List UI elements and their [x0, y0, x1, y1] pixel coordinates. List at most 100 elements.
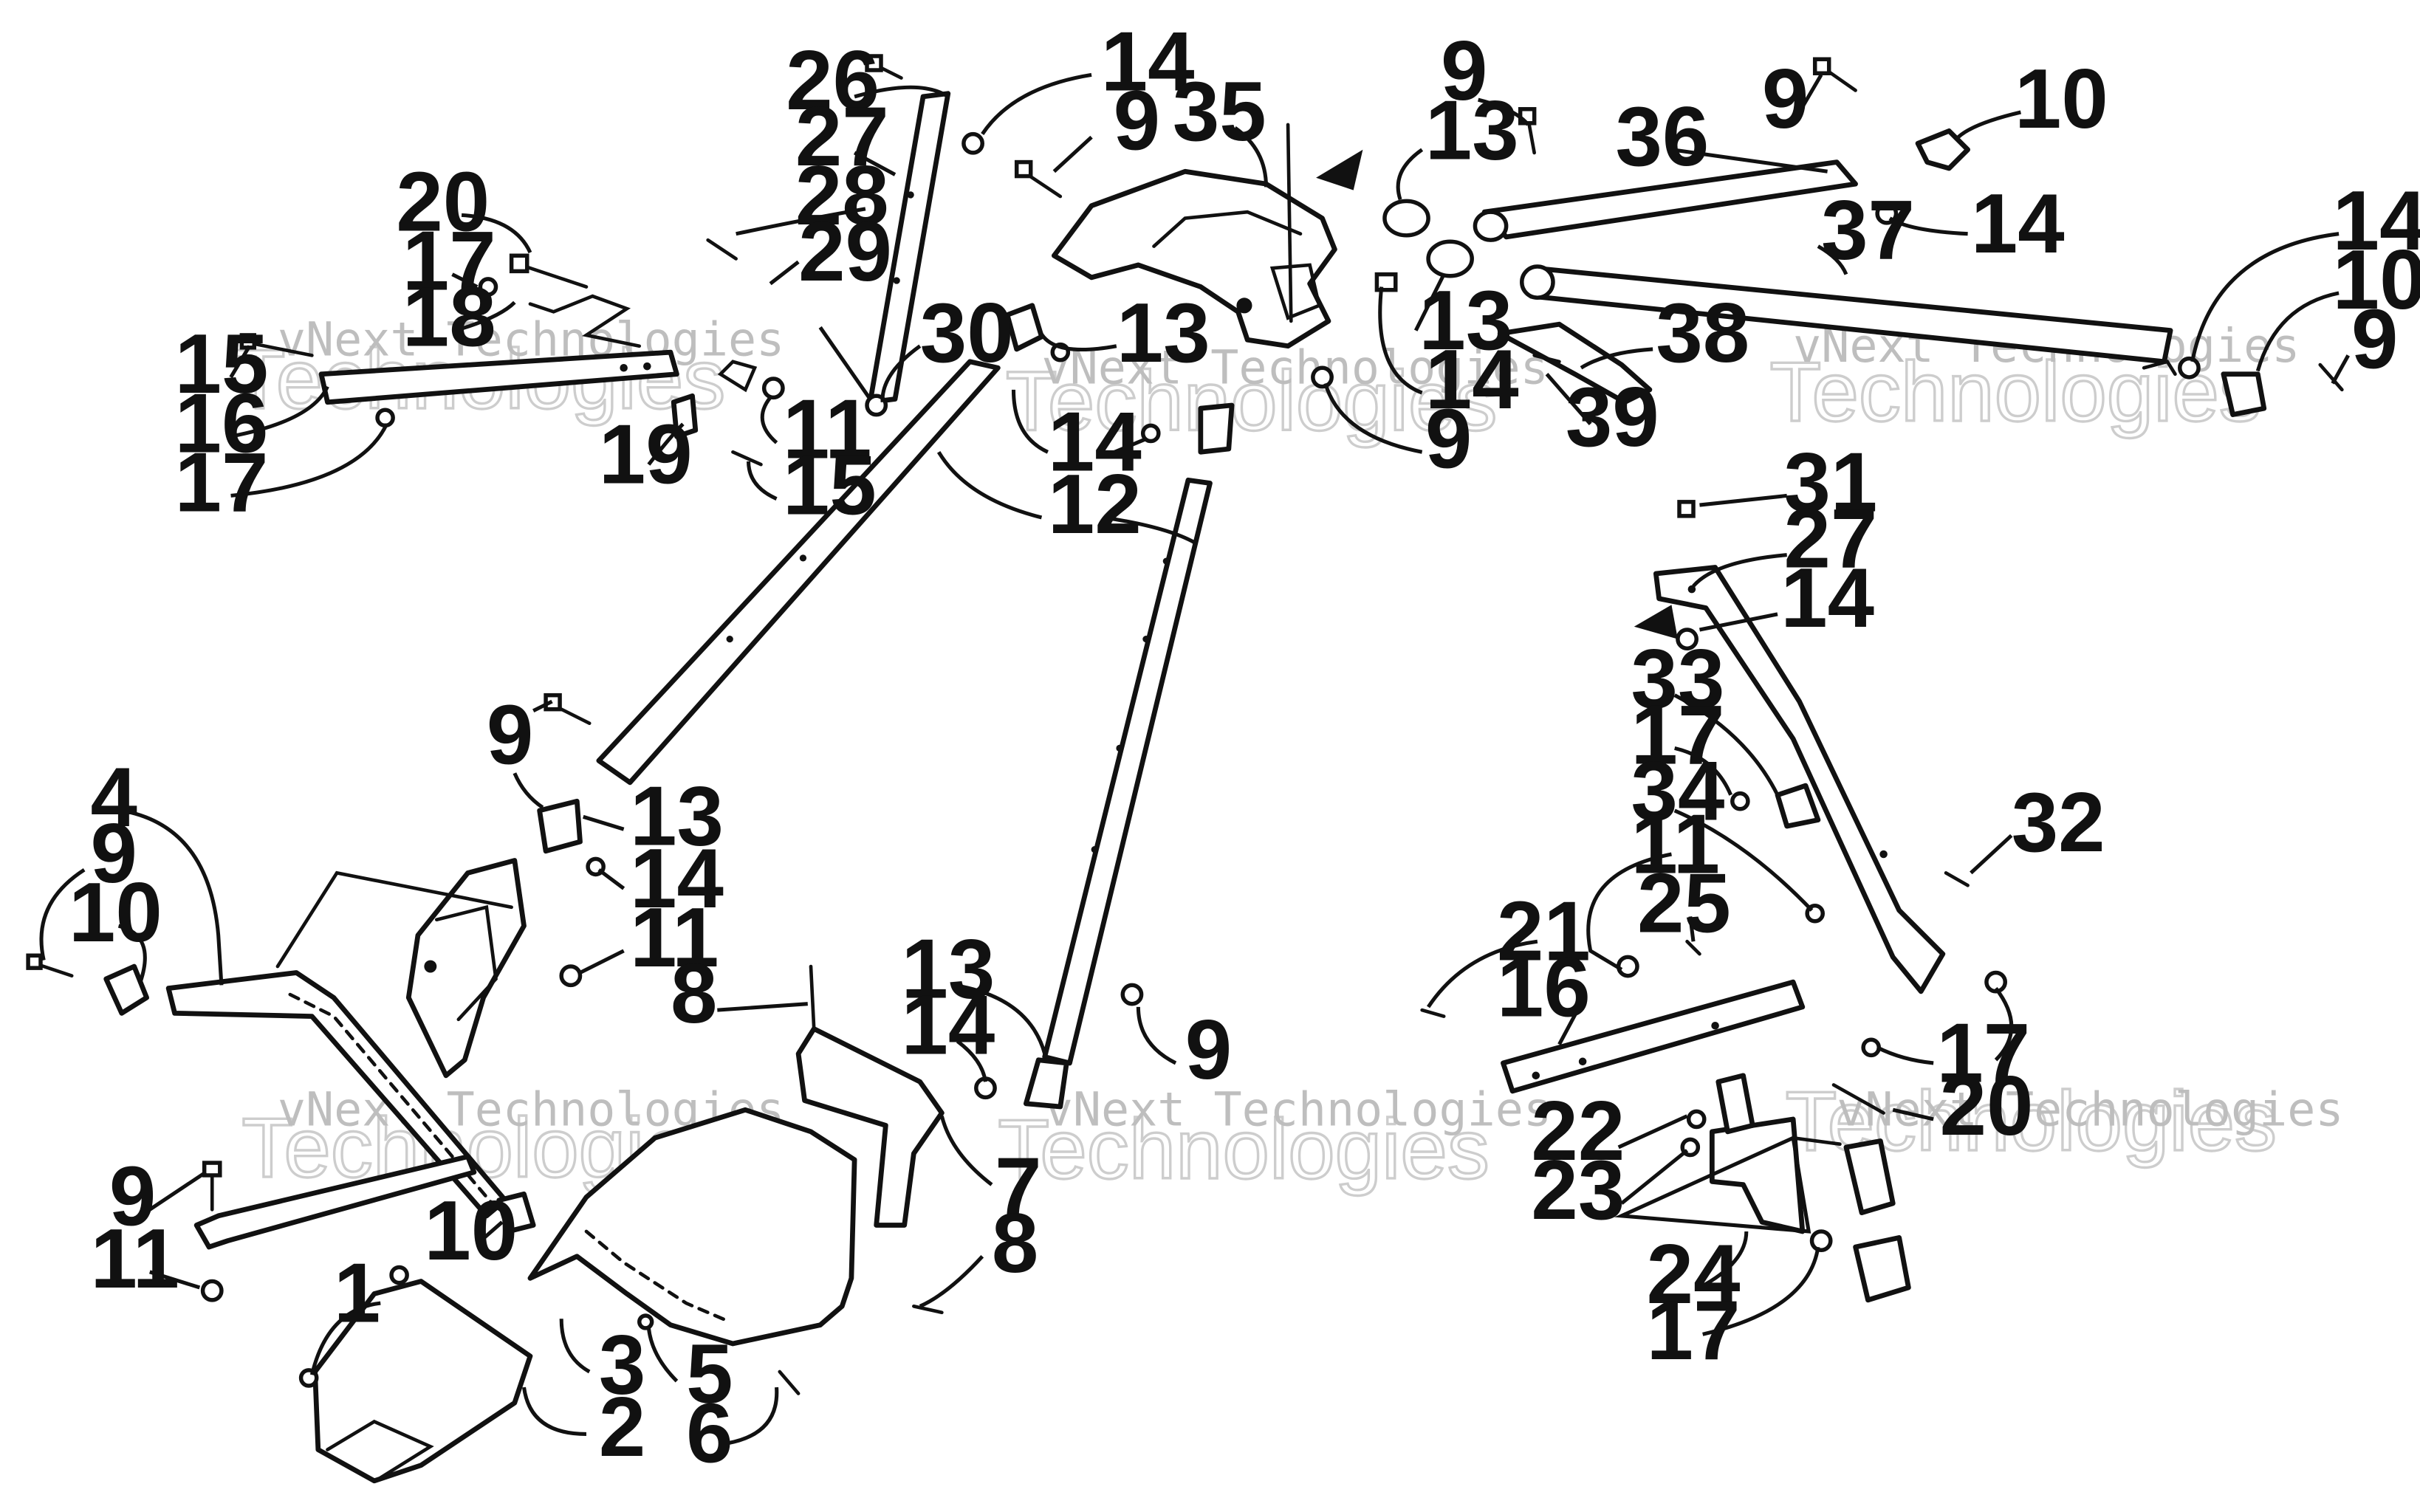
leader-line: [953, 983, 1047, 1054]
tube-clamp-part: [1023, 1057, 1069, 1110]
callout-9: 9: [2351, 292, 2398, 386]
leader-line: [229, 345, 252, 379]
leader-line: [559, 1319, 591, 1374]
bolt-shank: [247, 341, 314, 357]
callout-14: 14: [1425, 333, 1519, 427]
leader-line: [582, 814, 625, 831]
nut-part: [200, 1279, 224, 1302]
callout-7: 7: [995, 1141, 1041, 1234]
leader-line: [769, 260, 800, 286]
leader-line: [936, 450, 1043, 520]
sensor-part: [1853, 1235, 1911, 1303]
callout-2: 2: [599, 1381, 645, 1474]
callout-22: 22: [1531, 1085, 1625, 1178]
bushing-part: [1382, 199, 1430, 238]
leader-line: [1106, 438, 1145, 457]
callout-24: 24: [1647, 1228, 1741, 1322]
leader-line: [854, 85, 950, 99]
bolt-head: [1014, 159, 1033, 179]
watermark-logo: Technologies: [998, 1103, 1489, 1197]
center-housing-part: [1051, 168, 1337, 349]
leader-line: [1702, 1246, 1820, 1336]
callout-9: 9: [1114, 75, 1160, 168]
callout-14: 14: [2333, 174, 2420, 268]
guide-line: [275, 870, 513, 969]
housing-rib: [1152, 210, 1303, 248]
callout-6: 6: [686, 1386, 733, 1480]
leader-line: [1545, 373, 1592, 425]
vertical-tube-part: [1042, 477, 1213, 1066]
callout-36: 36: [1615, 90, 1709, 184]
callout-14: 14: [1780, 551, 1874, 645]
callout-9: 9: [91, 807, 137, 901]
leader-line: [454, 300, 516, 333]
nut-part: [1616, 955, 1639, 978]
callout-13: 13: [901, 922, 995, 1016]
leader-line: [121, 808, 224, 986]
bolt-hole: [1532, 1071, 1540, 1080]
callout-18: 18: [402, 271, 496, 365]
bolt-shank: [1831, 1083, 1885, 1115]
callout-30: 30: [920, 286, 1014, 380]
leader-line: [956, 1040, 987, 1082]
leader-line: [981, 72, 1092, 135]
end-cap-part: [103, 963, 149, 1016]
callout-9: 9: [487, 689, 533, 783]
callout-9: 9: [1185, 1003, 1232, 1097]
leader-line: [1233, 126, 1269, 188]
bolt-hole: [1711, 1021, 1719, 1030]
parts-artwork: [26, 54, 2344, 1484]
bolt-hole: [1162, 557, 1170, 565]
callout-31: 31: [1783, 436, 1877, 530]
swing-arm-part: [1653, 565, 1946, 994]
clip-part: [1497, 321, 1653, 405]
leader-line: [1586, 852, 1672, 972]
callout-5: 5: [686, 1327, 733, 1421]
clamp-plate: [717, 360, 758, 393]
callout-19: 19: [599, 408, 693, 502]
bracket-hole: [424, 960, 437, 973]
nut-part: [1140, 423, 1161, 444]
leader-line: [726, 1386, 779, 1446]
leader-line: [1699, 493, 1787, 507]
leader-line: [1396, 148, 1424, 201]
callout-14: 14: [1101, 15, 1195, 109]
callout-13: 13: [1419, 274, 1512, 368]
leader-line: [461, 213, 532, 254]
bolt-shank: [1685, 939, 1701, 956]
strap-part: [867, 91, 951, 405]
nut-part: [1374, 272, 1398, 292]
nut-part: [389, 1265, 409, 1285]
callout-15: 15: [175, 317, 269, 411]
leader-line: [646, 1327, 679, 1383]
clamp-part: [1775, 783, 1821, 829]
nut-part: [1984, 970, 2008, 994]
leader-line: [149, 1270, 201, 1290]
callout-34: 34: [1631, 745, 1725, 839]
callout-3: 3: [599, 1319, 645, 1412]
callout-28: 28: [795, 149, 889, 243]
bolt-hole: [893, 277, 900, 284]
leader-line: [853, 151, 897, 176]
bolt-head: [202, 1161, 222, 1178]
fender-part: [527, 1107, 857, 1347]
bracket-detail: [434, 904, 498, 1022]
callout-8: 8: [992, 1197, 1038, 1291]
bolt-shank: [706, 238, 738, 261]
callout-11: 11: [1631, 797, 1721, 891]
callout-9: 9: [1441, 24, 1487, 118]
leader-line: [230, 423, 389, 498]
bolt-hole: [1142, 636, 1150, 643]
leader-line: [2331, 354, 2350, 385]
callout-14: 14: [901, 978, 995, 1072]
leader-line: [1953, 110, 2021, 142]
callout-32: 32: [2012, 776, 2105, 870]
leader-line: [1036, 326, 1117, 352]
nut-part: [1686, 1109, 1707, 1130]
watermark-text: vNext Technologies: [1041, 340, 1548, 394]
end-cap-part: [2221, 371, 2267, 417]
bolt-shank: [912, 1304, 944, 1315]
leader-line: [1797, 74, 1823, 114]
callout-labels: 26 14 27 28 29 30 9 35 20 17 18 15 16 17…: [69, 15, 2420, 1480]
